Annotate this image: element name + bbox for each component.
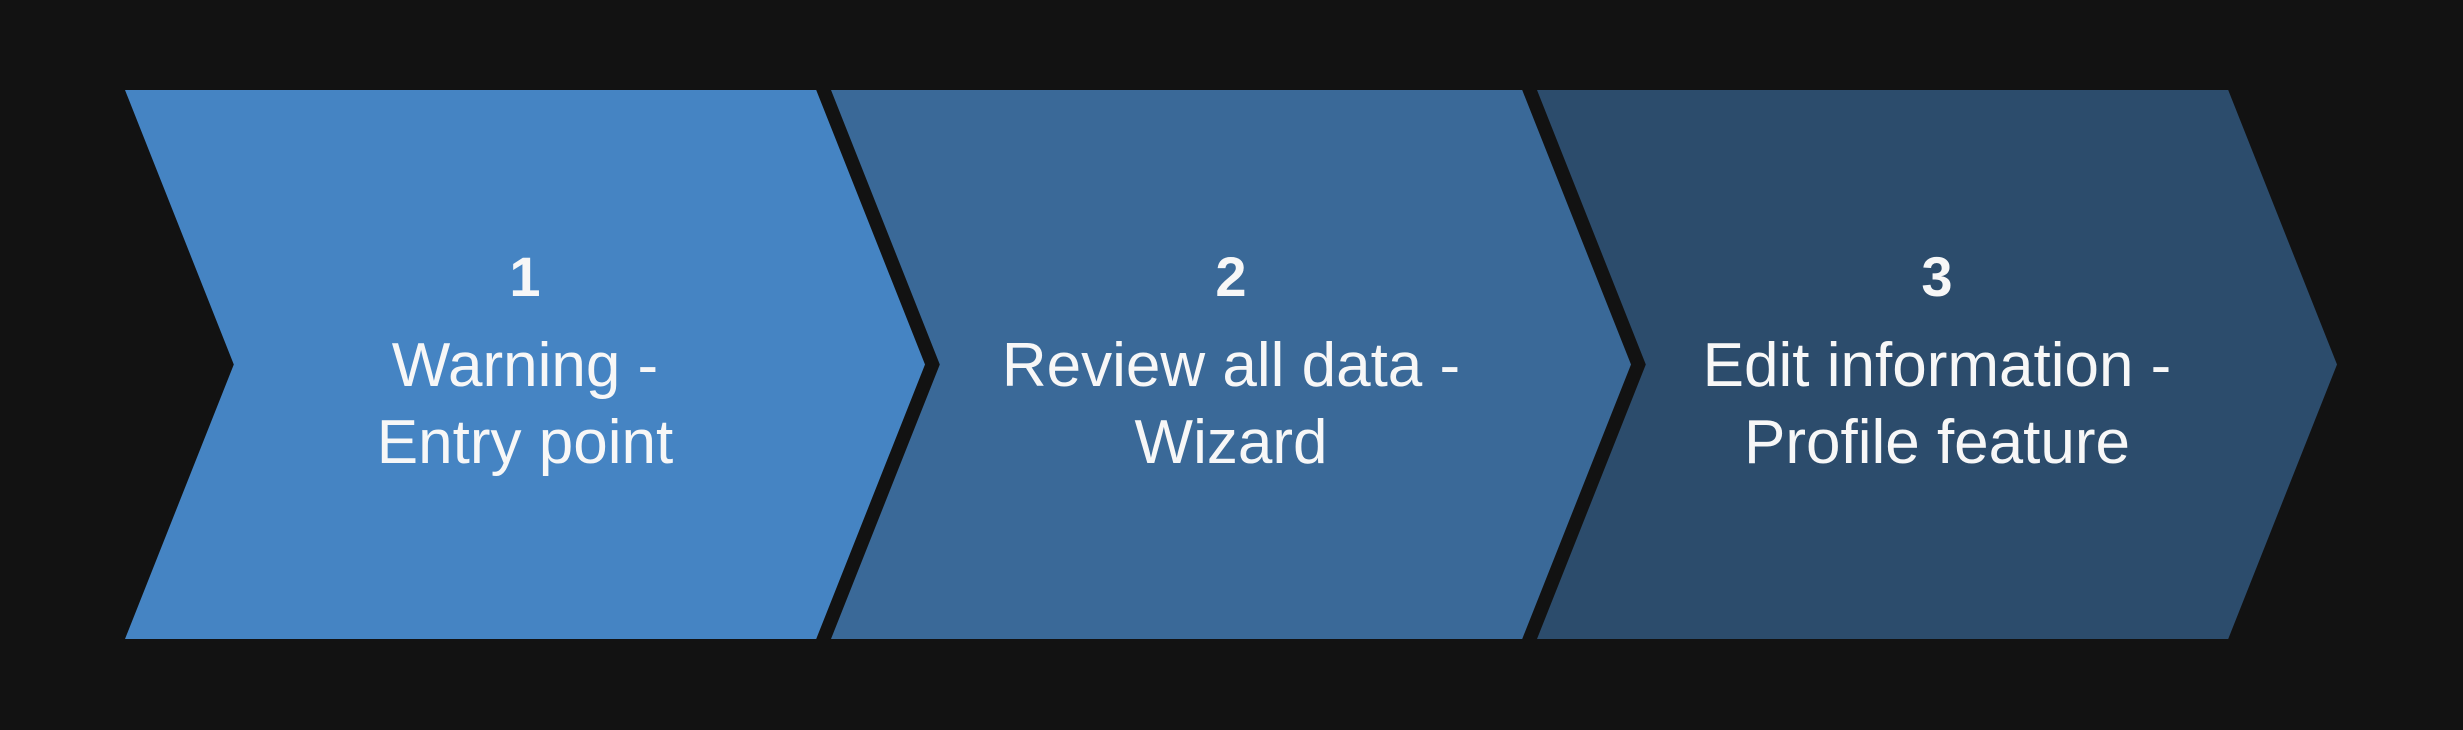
- step-1-title-line-1: Warning -: [391, 330, 659, 400]
- step-2-content: 2 Review all data - Wizard: [1002, 242, 1460, 482]
- step-2-chevron: 2 Review all data - Wizard: [831, 90, 1631, 639]
- step-2-title: Review all data - Wizard: [1002, 328, 1460, 482]
- step-3-title-line-2: Profile feature: [1743, 407, 2130, 477]
- step-1-content: 1 Warning - Entry point: [377, 242, 673, 482]
- step-3-title-line-1: Edit information -: [1702, 330, 2172, 400]
- step-2-title-line-1: Review all data -: [1001, 330, 1461, 400]
- step-2-title-line-2: Wizard: [1134, 407, 1328, 477]
- step-1-title: Warning - Entry point: [377, 328, 673, 482]
- step-3-number: 3: [1921, 244, 1953, 308]
- step-3-title: Edit information - Profile feature: [1703, 328, 2172, 482]
- step-1-chevron: 1 Warning - Entry point: [125, 90, 925, 639]
- step-3-content: 3 Edit information - Profile feature: [1703, 242, 2172, 482]
- step-1-title-line-2: Entry point: [376, 407, 674, 477]
- step-1-number: 1: [509, 244, 541, 308]
- step-3-chevron: 3 Edit information - Profile feature: [1537, 90, 2337, 639]
- step-2-number: 2: [1215, 244, 1247, 308]
